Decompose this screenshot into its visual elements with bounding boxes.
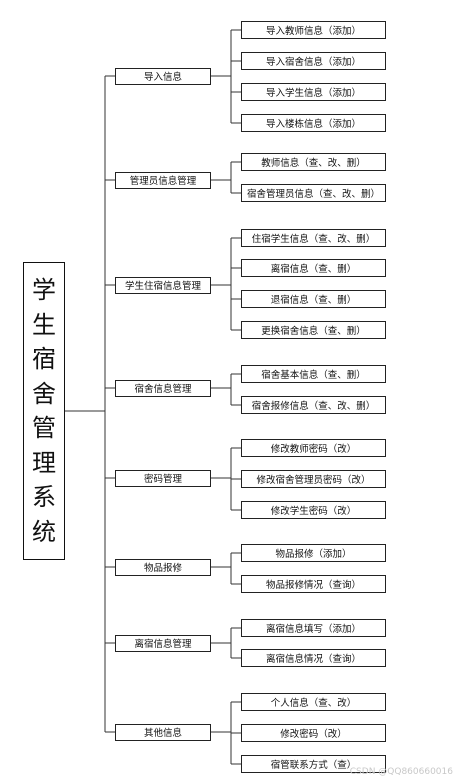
leaf-node: 导入教师信息（添加）	[241, 21, 386, 39]
root-title-char: 学	[32, 276, 56, 305]
leaf-node: 离宿信息（查、删）	[241, 259, 386, 277]
root-title-char: 舍	[32, 379, 56, 408]
category-node: 离宿信息管理	[115, 634, 211, 652]
category-node: 物品报修	[115, 558, 211, 576]
root-title-char: 理	[32, 448, 56, 477]
leaf-node: 宿舍报修信息（查、改、删）	[241, 396, 386, 414]
root-node: 学生宿舍管理系统	[23, 262, 65, 560]
root-title-char: 系	[32, 483, 56, 512]
leaf-node: 导入学生信息（添加）	[241, 83, 386, 101]
leaf-node: 离宿信息情况（查询）	[241, 649, 386, 667]
leaf-node: 离宿信息填写（添加）	[241, 619, 386, 637]
root-title-char: 管	[32, 414, 56, 443]
leaf-node: 更换宿舍信息（查、删）	[241, 321, 386, 339]
leaf-node: 宿管联系方式（查）	[241, 755, 386, 773]
leaf-node: 修改教师密码（改）	[241, 439, 386, 457]
leaf-node: 退宿信息（查、删）	[241, 290, 386, 308]
leaf-node: 导入宿舍信息（添加）	[241, 52, 386, 70]
category-node: 导入信息	[115, 67, 211, 85]
leaf-node: 教师信息（查、改、删）	[241, 153, 386, 171]
leaf-node: 修改宿舍管理员密码（改）	[241, 470, 386, 488]
category-node: 管理员信息管理	[115, 171, 211, 189]
leaf-node: 导入楼栋信息（添加）	[241, 114, 386, 132]
category-node: 密码管理	[115, 469, 211, 487]
leaf-node: 宿舍管理员信息（查、改、删）	[241, 184, 386, 202]
category-node: 学生住宿信息管理	[115, 276, 211, 294]
category-node: 其他信息	[115, 723, 211, 741]
leaf-node: 物品报修（添加）	[241, 544, 386, 562]
watermark: CSDN @QQ860660016	[349, 767, 453, 777]
leaf-node: 住宿学生信息（查、改、删）	[241, 229, 386, 247]
leaf-node: 修改密码（改）	[241, 724, 386, 742]
leaf-node: 物品报修情况（查询）	[241, 575, 386, 593]
leaf-node: 个人信息（查、改）	[241, 693, 386, 711]
leaf-node: 宿舍基本信息（查、删）	[241, 365, 386, 383]
root-title-char: 生	[32, 310, 56, 339]
category-node: 宿舍信息管理	[115, 379, 211, 397]
root-title-char: 宿	[32, 345, 56, 374]
root-title-char: 统	[32, 517, 56, 546]
leaf-node: 修改学生密码（改）	[241, 501, 386, 519]
